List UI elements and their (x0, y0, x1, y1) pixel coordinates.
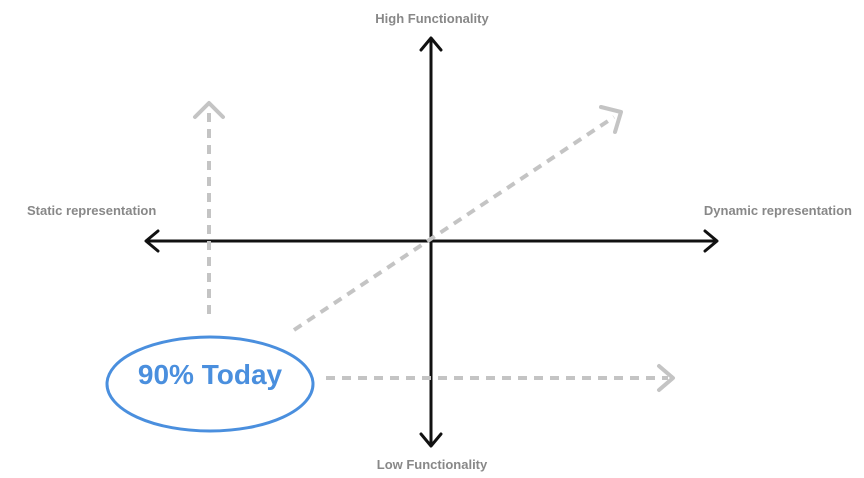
axis-label-high-functionality: High Functionality (375, 11, 489, 26)
vertical-axis-arrow-down (419, 432, 443, 448)
horizontal-axis-arrow-right (703, 229, 719, 253)
callout-label: 90% Today (137, 359, 283, 390)
axis-label-dynamic-representation: Dynamic representation (703, 203, 852, 218)
axis-label-low-functionality: Low Functionality (376, 457, 488, 472)
dashed-arrow-up-head (193, 101, 225, 119)
axis-label-static-representation: Static representation (27, 203, 157, 218)
dashed-arrow-diagonal-head (599, 105, 623, 134)
horizontal-axis-arrow-left (144, 229, 160, 253)
main-axes (144, 36, 719, 448)
dashed-arrows (193, 101, 675, 392)
vertical-axis-arrow-up (419, 36, 443, 52)
dashed-arrow-diagonal-line (292, 115, 616, 332)
dashed-arrow-right-head (657, 364, 675, 392)
callout-ellipse (105, 335, 315, 433)
